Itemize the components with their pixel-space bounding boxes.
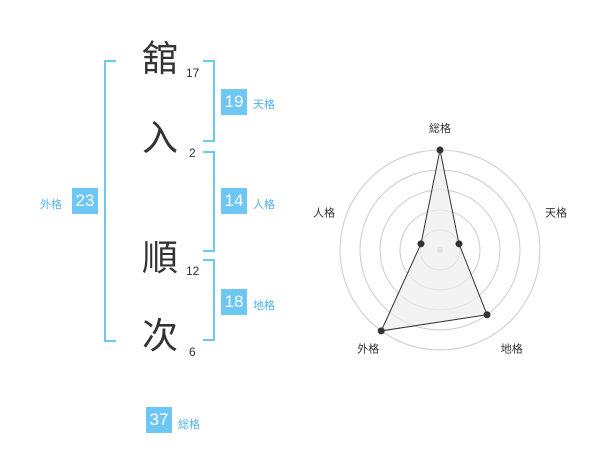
radar-axis-label: 人格 <box>313 205 335 219</box>
ten-bracket <box>203 60 215 142</box>
jin-label: 人格 <box>253 198 275 211</box>
name-char-3: 順 <box>142 238 179 279</box>
chi-bracket <box>203 259 215 341</box>
radar-axis-label: 外格 <box>357 342 379 356</box>
stroke-count-2: 2 <box>189 146 196 160</box>
ten-value-badge: 19 <box>221 89 247 115</box>
stroke-count-1: 17 <box>186 66 200 80</box>
radar-axis-label: 天格 <box>545 205 567 219</box>
radar-point <box>377 327 385 335</box>
radar-axis-label: 総格 <box>429 121 451 135</box>
stroke-count-4: 6 <box>189 345 196 359</box>
name-char-2: 入 <box>142 118 179 159</box>
stroke-count-3: 12 <box>186 264 200 278</box>
sou-label: 総格 <box>178 418 200 431</box>
radar-point <box>417 240 425 248</box>
gai-label: 外格 <box>40 198 62 211</box>
radar-polygon <box>380 149 488 332</box>
gai-value-badge: 23 <box>72 188 98 214</box>
gai-bracket <box>104 60 116 342</box>
radar-point <box>455 240 463 248</box>
radar-axis-label: 地格 <box>501 342 523 356</box>
sou-value-badge: 37 <box>146 407 172 433</box>
name-char-4: 次 <box>142 316 179 357</box>
ten-label: 天格 <box>253 98 275 111</box>
radar-point <box>483 311 491 319</box>
jin-value-badge: 14 <box>221 188 247 214</box>
radar-point <box>436 146 444 154</box>
chi-label: 地格 <box>253 299 275 312</box>
chi-value-badge: 18 <box>221 289 247 315</box>
jin-bracket <box>203 151 215 252</box>
name-char-1: 舘 <box>142 39 179 80</box>
